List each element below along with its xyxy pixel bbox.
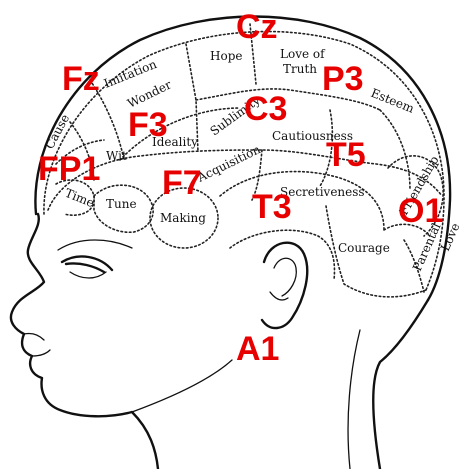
ear <box>262 243 307 328</box>
region-love-of: Love of <box>280 47 326 61</box>
electrode-c3: C3 <box>244 90 287 128</box>
region-courage: Courage <box>338 241 390 255</box>
eye <box>58 240 132 278</box>
region-hope: Hope <box>210 49 242 63</box>
electrode-a1: A1 <box>236 330 279 368</box>
region-secretiveness: Secretiveness <box>280 185 365 199</box>
electrode-t3: T3 <box>252 188 292 226</box>
electrode-o1: O1 <box>398 192 443 230</box>
electrode-fz: Fz <box>62 60 100 98</box>
electrode-t5: T5 <box>326 136 366 174</box>
electrode-fp1: FP1 <box>38 150 100 188</box>
region-self-esteem: Esteem <box>369 86 417 116</box>
region-truth: Truth <box>283 62 317 76</box>
region-wit: Wit <box>106 149 127 163</box>
electrode-p3: P3 <box>322 60 364 98</box>
region-acquisition: Acquisition <box>194 142 263 185</box>
electrode-f3: F3 <box>128 106 168 144</box>
region-making: Making <box>160 211 206 225</box>
region-cause: Cause <box>42 112 72 152</box>
electrode-cz: Cz <box>236 8 278 46</box>
region-tune: Tune <box>106 197 137 211</box>
electrode-f7: F7 <box>162 164 202 202</box>
